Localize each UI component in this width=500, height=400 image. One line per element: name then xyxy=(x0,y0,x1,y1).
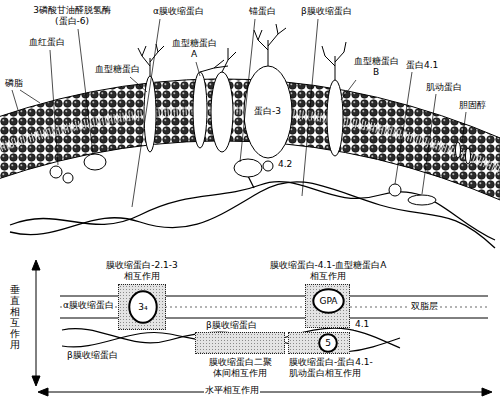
protein-name: GPA xyxy=(320,296,338,307)
interaction-box: 膜收缩蛋白-蛋白4.1- 肌动蛋白相互作用5 xyxy=(288,332,350,354)
interaction-heading: 膜收缩蛋白-4.1-血型糖蛋白A 相互作用 xyxy=(262,260,394,282)
part-label: 蛋白4.1 xyxy=(405,60,439,71)
glycan-chains xyxy=(254,24,286,66)
part-label: 血红蛋白 xyxy=(28,37,66,48)
part-label: β膜收缩蛋白 xyxy=(66,350,119,361)
leader-lines xyxy=(12,90,18,110)
interaction-arrows xyxy=(32,260,40,270)
part-label: 水平相互作用 xyxy=(204,385,260,396)
part-label: 血型糖蛋白 xyxy=(94,64,141,75)
interaction-arrows xyxy=(482,388,492,396)
part-label: α膜收缩蛋白 xyxy=(62,300,115,311)
protein-name: 3₄ xyxy=(138,302,147,313)
leader-lines xyxy=(20,90,40,103)
part-label: 锚蛋白 xyxy=(248,6,277,17)
part-label: 蛋白-3 xyxy=(253,106,282,117)
part-label: 血型糖蛋白 A xyxy=(168,38,220,60)
oval-outline xyxy=(129,291,156,322)
protein-oval: 5 xyxy=(319,334,337,352)
membrane-proteins xyxy=(408,195,436,205)
interaction-box: 膜收缩蛋白二聚 体间相互作用 xyxy=(195,332,285,354)
membrane-proteins xyxy=(244,66,292,158)
membrane-proteins xyxy=(389,184,401,196)
interaction-heading: 膜收缩蛋白二聚 体间相互作用 xyxy=(204,357,276,379)
membrane-skeleton xyxy=(10,176,495,248)
interaction-box: 膜收缩蛋白-2.1-3 相互作用3₄ xyxy=(118,284,166,330)
leader-lines xyxy=(341,80,356,100)
oval-outline xyxy=(319,334,337,352)
membrane-proteins xyxy=(211,72,233,152)
part-label: 3磷酸甘油醛脱氢酶 (蛋白-6) xyxy=(28,5,116,27)
vertical-label: 垂直相互作用 xyxy=(10,284,20,350)
leader-lines xyxy=(132,19,160,207)
membrane-proteins xyxy=(50,66,471,205)
part-label: β膜收缩蛋白 xyxy=(300,6,353,17)
interaction-heading: 膜收缩蛋白-蛋白4.1- 肌动蛋白相互作用 xyxy=(288,357,386,379)
interaction-arrows xyxy=(32,260,492,396)
oval-outline xyxy=(313,289,343,313)
membrane-proteins xyxy=(63,173,73,183)
membrane-proteins xyxy=(466,148,471,164)
membrane-proteins xyxy=(193,72,207,148)
part-label: 4.1 xyxy=(354,319,370,330)
part-label: 4.2 xyxy=(277,159,293,170)
part-label: 磷脂 xyxy=(4,78,24,89)
leader-lines xyxy=(78,29,93,154)
membrane-proteins xyxy=(234,159,262,177)
protein-oval: GPA xyxy=(313,289,344,313)
leader-lines xyxy=(196,62,200,76)
membrane-proteins xyxy=(84,154,106,170)
leader-lines xyxy=(240,19,255,162)
leader-lines xyxy=(12,19,466,207)
part-label: 胆固醇 xyxy=(458,100,487,111)
leader-lines xyxy=(395,72,412,184)
glycan-chains xyxy=(322,42,346,80)
leader-lines xyxy=(130,77,147,92)
part-label: β膜收缩蛋白 xyxy=(205,320,258,331)
membrane-proteins xyxy=(456,142,461,158)
membrane-skeleton xyxy=(248,176,254,188)
inset-panel xyxy=(0,254,500,400)
leader-lines xyxy=(302,19,318,196)
glycan-chains xyxy=(138,44,164,76)
interaction-arrows xyxy=(32,376,40,386)
part-label: 肌动蛋白 xyxy=(425,82,463,93)
part-label: α膜收缩蛋白 xyxy=(152,6,205,17)
leader-lines xyxy=(462,112,466,142)
part-label: 双脂层 xyxy=(410,301,439,312)
membrane-proteins xyxy=(327,80,343,156)
part-label: 血型糖蛋白 B xyxy=(350,56,402,78)
membrane-proteins xyxy=(50,166,62,178)
leader-lines xyxy=(422,94,436,194)
interaction-arrows xyxy=(38,388,48,396)
protein-oval: 3₄ xyxy=(129,291,157,323)
interaction-arrows xyxy=(36,268,37,378)
interaction-box: 膜收缩蛋白-4.1-血型糖蛋白A 相互作用GPA xyxy=(305,284,350,328)
protein-name: 5 xyxy=(325,338,331,349)
interaction-heading: 膜收缩蛋白-2.1-3 相互作用 xyxy=(99,260,185,282)
glycan-chains xyxy=(200,60,228,72)
leader-lines xyxy=(50,50,58,165)
glycan-chains xyxy=(222,48,236,72)
membrane-proteins xyxy=(263,161,273,171)
interaction-arrows xyxy=(46,392,484,393)
